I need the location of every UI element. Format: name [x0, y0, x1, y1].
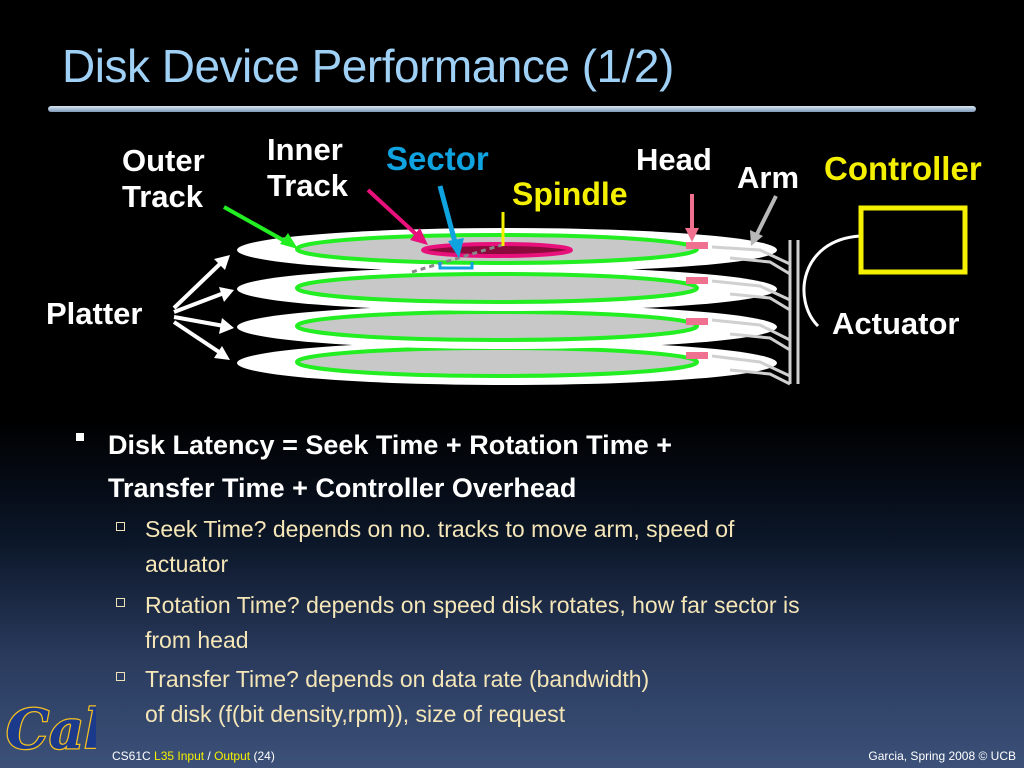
actuator-connector	[802, 234, 861, 328]
slide-title: Disk Device Performance (1/2)	[62, 40, 674, 92]
sector-label: Sector	[386, 140, 489, 177]
sub-bullet-line-2: of disk (f(bit density,rpm)), size of re…	[145, 701, 566, 727]
sector-boundary-line	[411, 242, 506, 274]
footer-course: CS61C	[112, 749, 151, 763]
platter-label: Platter	[46, 296, 143, 331]
arm-arrow	[750, 195, 778, 246]
sub-bullet-marker	[116, 598, 125, 607]
inner-track-label-line1: Inner	[267, 132, 343, 167]
disk-diagram	[172, 185, 968, 386]
sub-bullet-marker	[116, 522, 125, 531]
footer-page-number: (24)	[253, 749, 275, 763]
platter-3	[237, 305, 777, 349]
sub-bullet-text: Transfer Time? depends on data rate (ban…	[145, 662, 965, 732]
title-underline	[48, 106, 976, 112]
outer-track-arrow	[223, 205, 298, 249]
cal-logo-text: Cal	[6, 697, 96, 760]
arm-label: Arm	[737, 160, 800, 195]
footer-separator: /	[204, 749, 215, 763]
footer-credit: Garcia, Spring 2008 © UCB	[868, 749, 1016, 763]
sub-bullet-line-2: from head	[145, 627, 249, 653]
head-1	[686, 242, 708, 249]
head-2	[686, 277, 708, 284]
head-arrow	[685, 194, 699, 242]
cal-logo: Cal	[5, 696, 96, 760]
outer-track-label-line2: Track	[122, 178, 204, 214]
head-label: Head	[636, 142, 712, 177]
inner-track-label: Inner Track	[267, 132, 348, 203]
sub-bullet-line-1: Seek Time? depends on no. tracks to move…	[145, 516, 735, 542]
actuator-label: Actuator	[832, 306, 960, 341]
sub-bullet-line-2: actuator	[145, 551, 229, 577]
bullet-line-1: Disk Latency = Seek Time + Rotation Time…	[108, 430, 672, 460]
platter-4	[237, 341, 777, 385]
sub-bullet-line-1: Transfer Time? depends on data rate (ban…	[145, 666, 650, 692]
sub-bullet-text: Rotation Time? depends on speed disk rot…	[145, 588, 965, 658]
controller-label: Controller	[824, 150, 982, 187]
head-3	[686, 318, 708, 325]
inner-track-ring	[421, 242, 573, 258]
footer-topic: Output	[214, 749, 251, 763]
sub-bullet-line-1: Rotation Time? depends on speed disk rot…	[145, 592, 800, 618]
outer-track-label-line1: Outer	[122, 143, 205, 178]
platter-arrows	[172, 255, 234, 360]
spindle-label: Spindle	[512, 176, 628, 212]
footer-lecture: L35 Input	[154, 749, 205, 763]
sector-arrow	[437, 185, 464, 258]
head-4	[686, 352, 708, 359]
outer-track-label: Outer Track	[122, 143, 205, 214]
platter-2	[237, 267, 777, 311]
sub-bullet-text: Seek Time? depends on no. tracks to move…	[145, 512, 965, 582]
platter-1	[237, 228, 777, 272]
inner-track-arrow	[366, 188, 428, 245]
arm-assembly	[711, 240, 800, 386]
controller-box	[858, 205, 968, 275]
sector-mark	[438, 262, 474, 270]
footer-course-info: CS61C L35 Input / Output (24)	[112, 749, 275, 763]
sub-bullet-marker	[116, 672, 125, 681]
inner-track-label-line2: Track	[267, 167, 349, 203]
bullet-text: Disk Latency = Seek Time + Rotation Time…	[108, 424, 868, 510]
bullet-marker	[76, 433, 84, 441]
bullet-line-2: Transfer Time + Controller Overhead	[108, 473, 577, 503]
